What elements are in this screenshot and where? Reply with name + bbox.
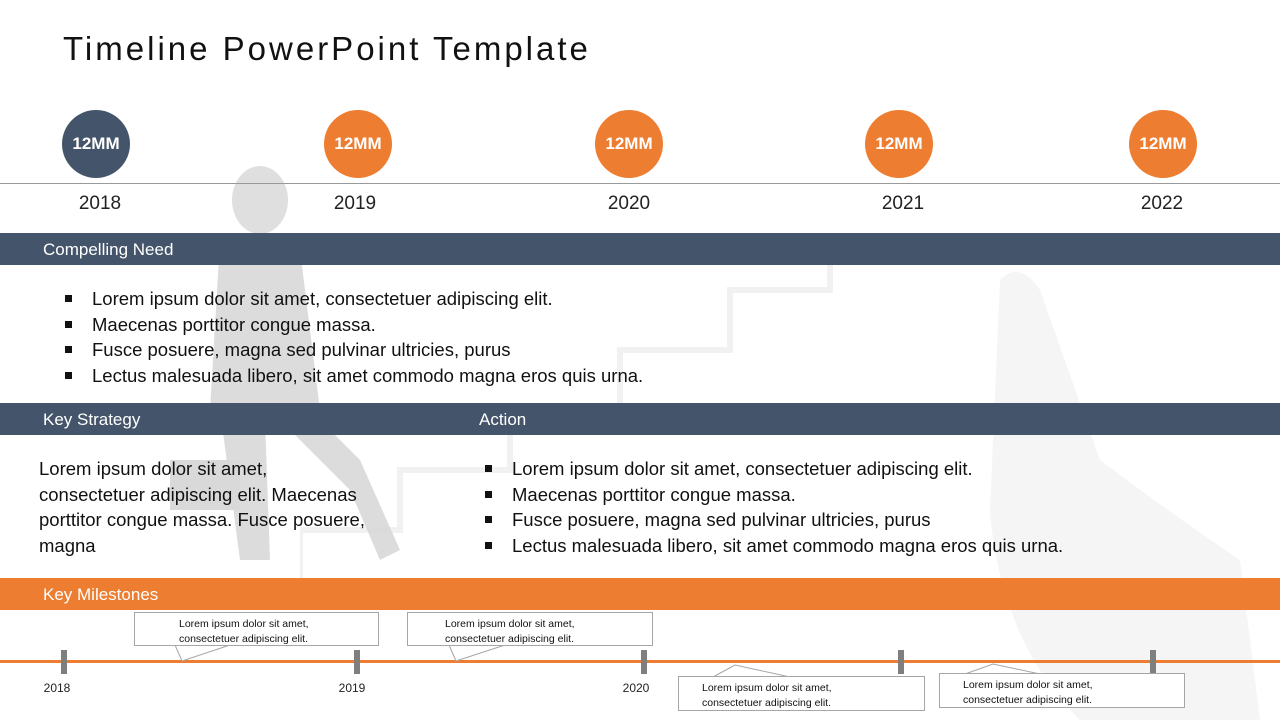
action-heading: Action	[479, 410, 527, 429]
key-strategy-heading: Key Strategy	[43, 410, 141, 429]
callout-text: Lorem ipsum dolor sit amet,	[179, 618, 309, 630]
callout-text: Lorem ipsum dolor sit amet,	[963, 679, 1093, 691]
key-milestones-heading: Key Milestones	[43, 585, 159, 604]
callout-text: Lorem ipsum dolor sit amet,	[702, 682, 832, 694]
milestone-year-2019: 2019	[338, 681, 366, 695]
callout-text: consectetuer adipiscing elit.	[445, 633, 574, 645]
background-businessman-image	[170, 166, 400, 560]
milestone-year-2018: 2018	[43, 681, 71, 695]
milestone-tick	[354, 650, 360, 674]
milestone-axis	[0, 660, 1280, 663]
year-label-2020: 2020	[607, 193, 651, 214]
milestone-tick	[641, 650, 647, 674]
action-list: Lorem ipsum dolor sit amet, consectetuer…	[484, 456, 1063, 559]
milestone-callout: Lorem ipsum dolor sit amet, consectetuer…	[407, 612, 653, 646]
compelling-need-list: Lorem ipsum dolor sit amet, consectetuer…	[64, 286, 643, 389]
list-item: Maecenas porttitor congue massa.	[64, 312, 643, 338]
amount-circle-2022: 12MM	[1129, 110, 1197, 178]
list-item: Fusce posuere, magna sed pulvinar ultric…	[484, 507, 1063, 533]
compelling-need-heading: Compelling Need	[43, 240, 174, 259]
key-strategy-line: porttitor congue massa. Fusce posuere,	[39, 509, 365, 531]
list-item: Lorem ipsum dolor sit amet, consectetuer…	[484, 456, 1063, 482]
list-item: Lorem ipsum dolor sit amet, consectetuer…	[64, 286, 643, 312]
year-label-2022: 2022	[1140, 193, 1184, 214]
milestone-tick	[61, 650, 67, 674]
list-item: Fusce posuere, magna sed pulvinar ultric…	[64, 337, 643, 363]
list-item: Maecenas porttitor congue massa.	[484, 482, 1063, 508]
key-strategy-line: consectetuer adipiscing elit. Maecenas	[39, 483, 357, 505]
key-milestones-header: Key Milestones	[0, 578, 1280, 610]
milestone-year-2020: 2020	[622, 681, 650, 695]
amount-circle-2019: 12MM	[324, 110, 392, 178]
key-strategy-text: Lorem ipsum dolor sit amet, consectetuer…	[39, 456, 399, 559]
milestone-callout: Lorem ipsum dolor sit amet, consectetuer…	[134, 612, 379, 646]
key-strategy-line: magna	[39, 535, 96, 557]
callout-text: consectetuer adipiscing elit.	[179, 633, 308, 645]
key-strategy-line: Lorem ipsum dolor sit amet,	[39, 458, 268, 479]
amount-circle-2018: 12MM	[62, 110, 130, 178]
callout-text: Lorem ipsum dolor sit amet,	[445, 618, 575, 630]
callout-text: consectetuer adipiscing elit.	[963, 694, 1092, 706]
compelling-need-header: Compelling Need	[0, 233, 1280, 265]
timeline-axis	[0, 183, 1280, 184]
amount-circle-2020: 12MM	[595, 110, 663, 178]
list-item: Lectus malesuada libero, sit amet commod…	[484, 533, 1063, 559]
year-label-2018: 2018	[78, 193, 122, 214]
callout-text: consectetuer adipiscing elit.	[702, 697, 831, 709]
list-item: Lectus malesuada libero, sit amet commod…	[64, 363, 643, 389]
year-label-2019: 2019	[333, 193, 377, 214]
year-label-2021: 2021	[881, 193, 925, 214]
milestone-callout: Lorem ipsum dolor sit amet, consectetuer…	[678, 676, 925, 711]
milestone-callout: Lorem ipsum dolor sit amet, consectetuer…	[939, 673, 1185, 708]
milestone-tick	[898, 650, 904, 674]
milestone-tick	[1150, 650, 1156, 674]
strategy-action-header: Key Strategy Action	[0, 403, 1280, 435]
amount-circle-2021: 12MM	[865, 110, 933, 178]
page-title: Timeline PowerPoint Template	[63, 30, 591, 67]
